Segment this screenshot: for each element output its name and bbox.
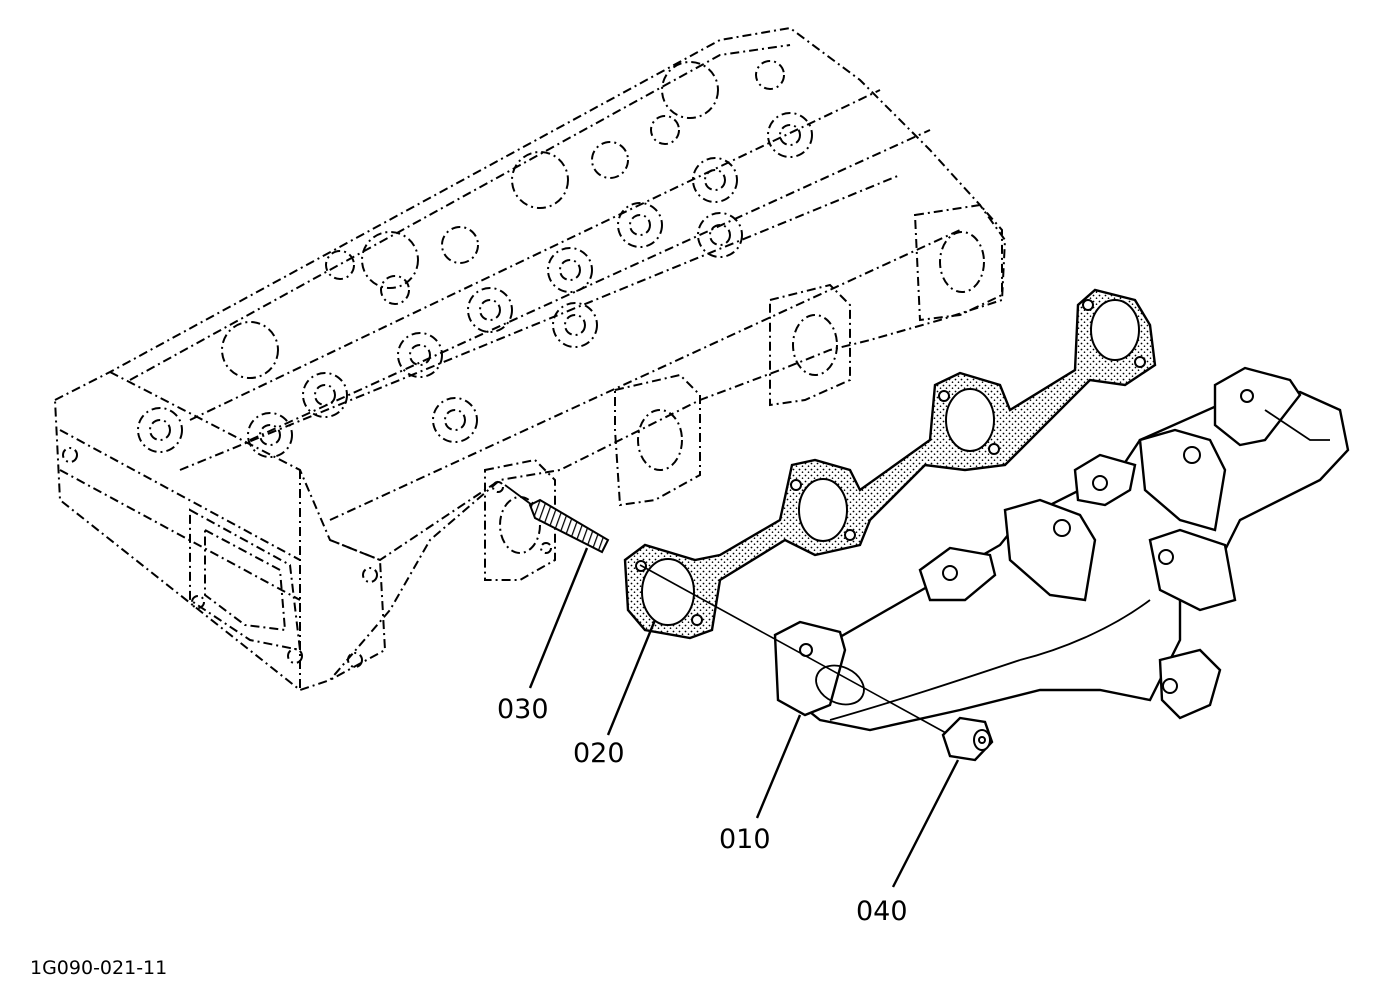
callout-010: 010 [719, 824, 771, 855]
cylinder-head-phantom [53, 26, 1007, 692]
assembly-centerline [639, 564, 947, 734]
head-bolt-holes [137, 60, 813, 458]
leader-lines [528, 547, 960, 888]
drawing-code: 1G090-021-11 [30, 957, 167, 979]
stud-body [528, 498, 610, 554]
stud-030 [504, 484, 610, 554]
head-front-face [62, 447, 387, 681]
leader-040 [891, 759, 960, 888]
leader-030 [528, 547, 589, 689]
callout-040: 040 [856, 896, 908, 927]
leader-010 [755, 714, 802, 819]
callout-020: 020 [573, 738, 625, 769]
nut-040 [941, 716, 994, 762]
head-exhaust-ports [484, 203, 1003, 581]
gasket-body [623, 288, 1157, 640]
callout-030: 030 [497, 694, 549, 725]
gasket-020 [623, 288, 1157, 640]
exhaust-manifold-010 [773, 366, 1350, 732]
leader-020 [606, 619, 657, 736]
